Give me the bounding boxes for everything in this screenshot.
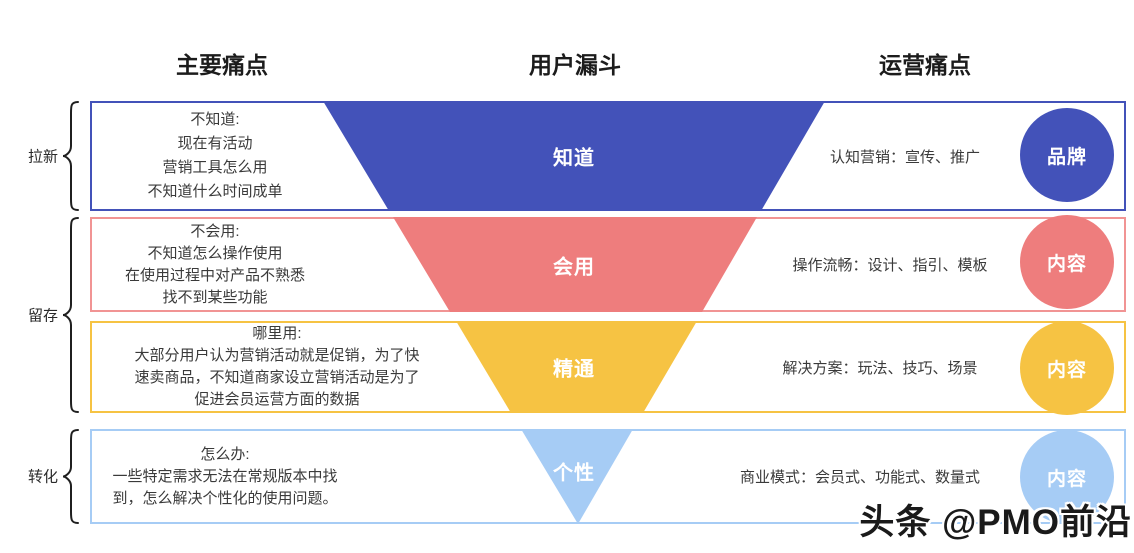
pain-text-acquisition: 不知道: 现在有活动 营销工具怎么用 不知道什么时间成单 [147,111,283,200]
pain-text-personal: 怎么办: 一些特定需求无法在常规版本中找 到，怎么解决个性化的使用问题。 [112,445,338,507]
ops-text-personal: 商业模式：会员式、功能式、数量式 [740,469,981,486]
circle-brand-label: 品牌 [1046,146,1087,168]
pain-text-learn: 不会用: 不知道怎么操作使用 在使用过程中对产品不熟悉 找不到某些功能 [124,222,305,306]
bracket-retention [62,217,79,413]
circle-brand: 品牌 [1020,108,1114,202]
bracket-conversion [62,429,79,524]
watermark: 头条 @PMO前沿 [859,503,1132,542]
circle-content-3: 内容 [1020,430,1114,524]
circle-content-3-label: 内容 [1046,468,1087,490]
circle-content-1-label: 内容 [1046,253,1087,275]
bracket-label-conversion: 转化 [27,468,59,486]
header-operation-pain-points: 运营痛点 [879,52,971,78]
circle-content-2: 内容 [1020,321,1114,415]
bracket-label-retention: 留存 [27,307,59,325]
ops-text-acquisition: 认知营销：宣传、推广 [829,148,980,166]
ops-text-learn: 操作流畅：设计、指引、模板 [792,257,988,274]
header-main-pain-points: 主要痛点 [176,52,268,78]
funnel-label-know: 知道 [553,147,595,170]
header-user-funnel: 用户漏斗 [529,52,621,78]
circle-content-2-label: 内容 [1046,359,1087,381]
funnel-label-master: 精通 [553,358,595,381]
funnel-label-use: 会用 [553,256,595,279]
circle-content-1: 内容 [1020,215,1114,309]
funnel-label-personal: 个性 [553,462,595,485]
bracket-acquisition [62,101,79,211]
pain-text-master: 哪里用: 大部分用户认为营销活动就是促销，为了快 速卖商品，不知道商家设立营销活… [134,325,420,408]
bracket-label-acquisition: 拉新 [27,148,59,166]
ops-text-master: 解决方案：玩法、技巧、场景 [782,359,978,377]
